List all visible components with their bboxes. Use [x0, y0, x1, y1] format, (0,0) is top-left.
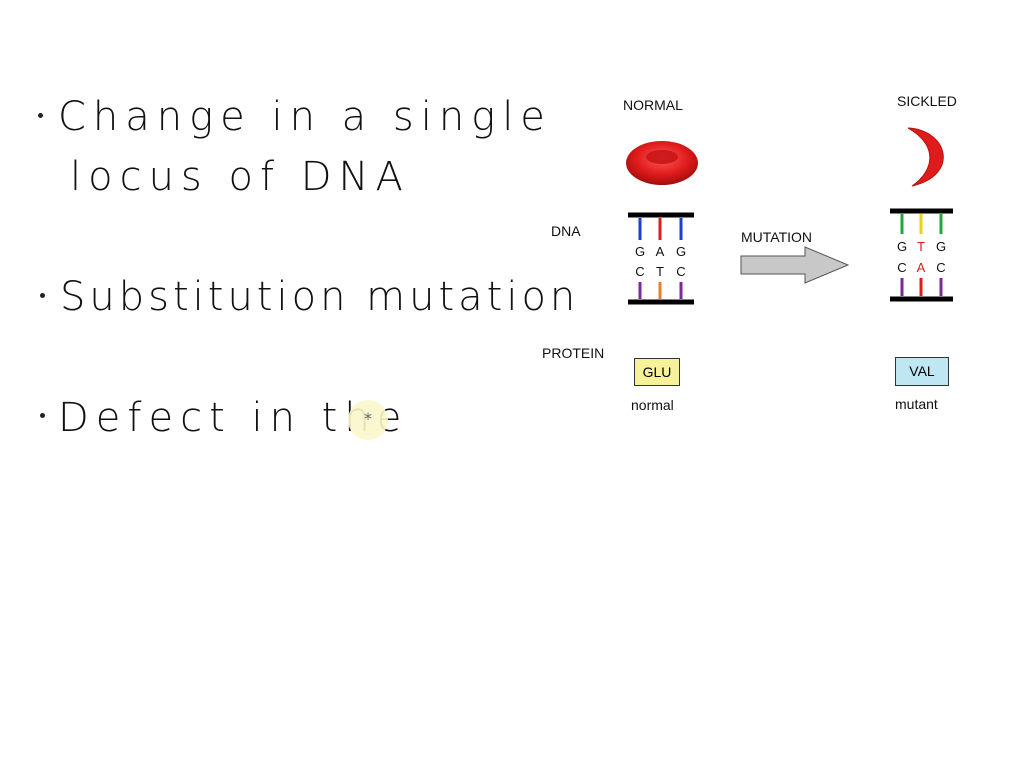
- normal-base-top-1: G: [635, 244, 645, 259]
- protein-label: PROTEIN: [542, 345, 605, 361]
- dna-label: DNA: [551, 223, 581, 239]
- val-protein-box: VAL: [895, 357, 949, 386]
- bullet-dot-1: [38, 113, 43, 118]
- mutant-dna-ladder: G T G C A C: [890, 208, 953, 302]
- normal-base-top-3: G: [676, 244, 686, 259]
- normal-dna-ladder: G A G C T C: [628, 212, 694, 305]
- note-line-substitution: Substitution mutation: [60, 274, 580, 320]
- glu-protein-box: GLU: [634, 358, 680, 386]
- pen-cursor-icon: ∗: [363, 409, 374, 423]
- normal-base-bottom-3: C: [676, 264, 685, 279]
- mutation-arrow-icon: [740, 246, 850, 284]
- normal-red-blood-cell-icon: [626, 141, 698, 185]
- mutant-base-top-3: G: [936, 239, 946, 254]
- mutant-base-bottom-1: C: [897, 260, 906, 275]
- bullet-dot-3: [40, 413, 45, 418]
- mutant-base-bottom-3: C: [936, 260, 945, 275]
- normal-label: NORMAL: [623, 97, 683, 113]
- normal-caption: normal: [631, 397, 674, 413]
- bullet-dot-2: [40, 293, 45, 298]
- mutant-base-top-1: G: [897, 239, 907, 254]
- note-line-change: Change in a single: [58, 94, 552, 140]
- note-line-defect: Defect in the: [58, 395, 409, 441]
- mutant-caption: mutant: [895, 396, 938, 412]
- normal-base-top-2: A: [656, 244, 665, 259]
- sickled-label: SICKLED: [897, 93, 957, 109]
- normal-base-bottom-2: T: [656, 264, 664, 279]
- note-line-locus: locus of DNA: [70, 154, 410, 200]
- sickled-cell-icon: [907, 127, 944, 187]
- pen-cursor-highlight: [348, 400, 388, 440]
- mutation-label: MUTATION: [741, 229, 813, 245]
- mutant-base-top-2: T: [917, 239, 925, 254]
- normal-base-bottom-1: C: [635, 264, 644, 279]
- mutant-base-bottom-2: A: [917, 260, 926, 275]
